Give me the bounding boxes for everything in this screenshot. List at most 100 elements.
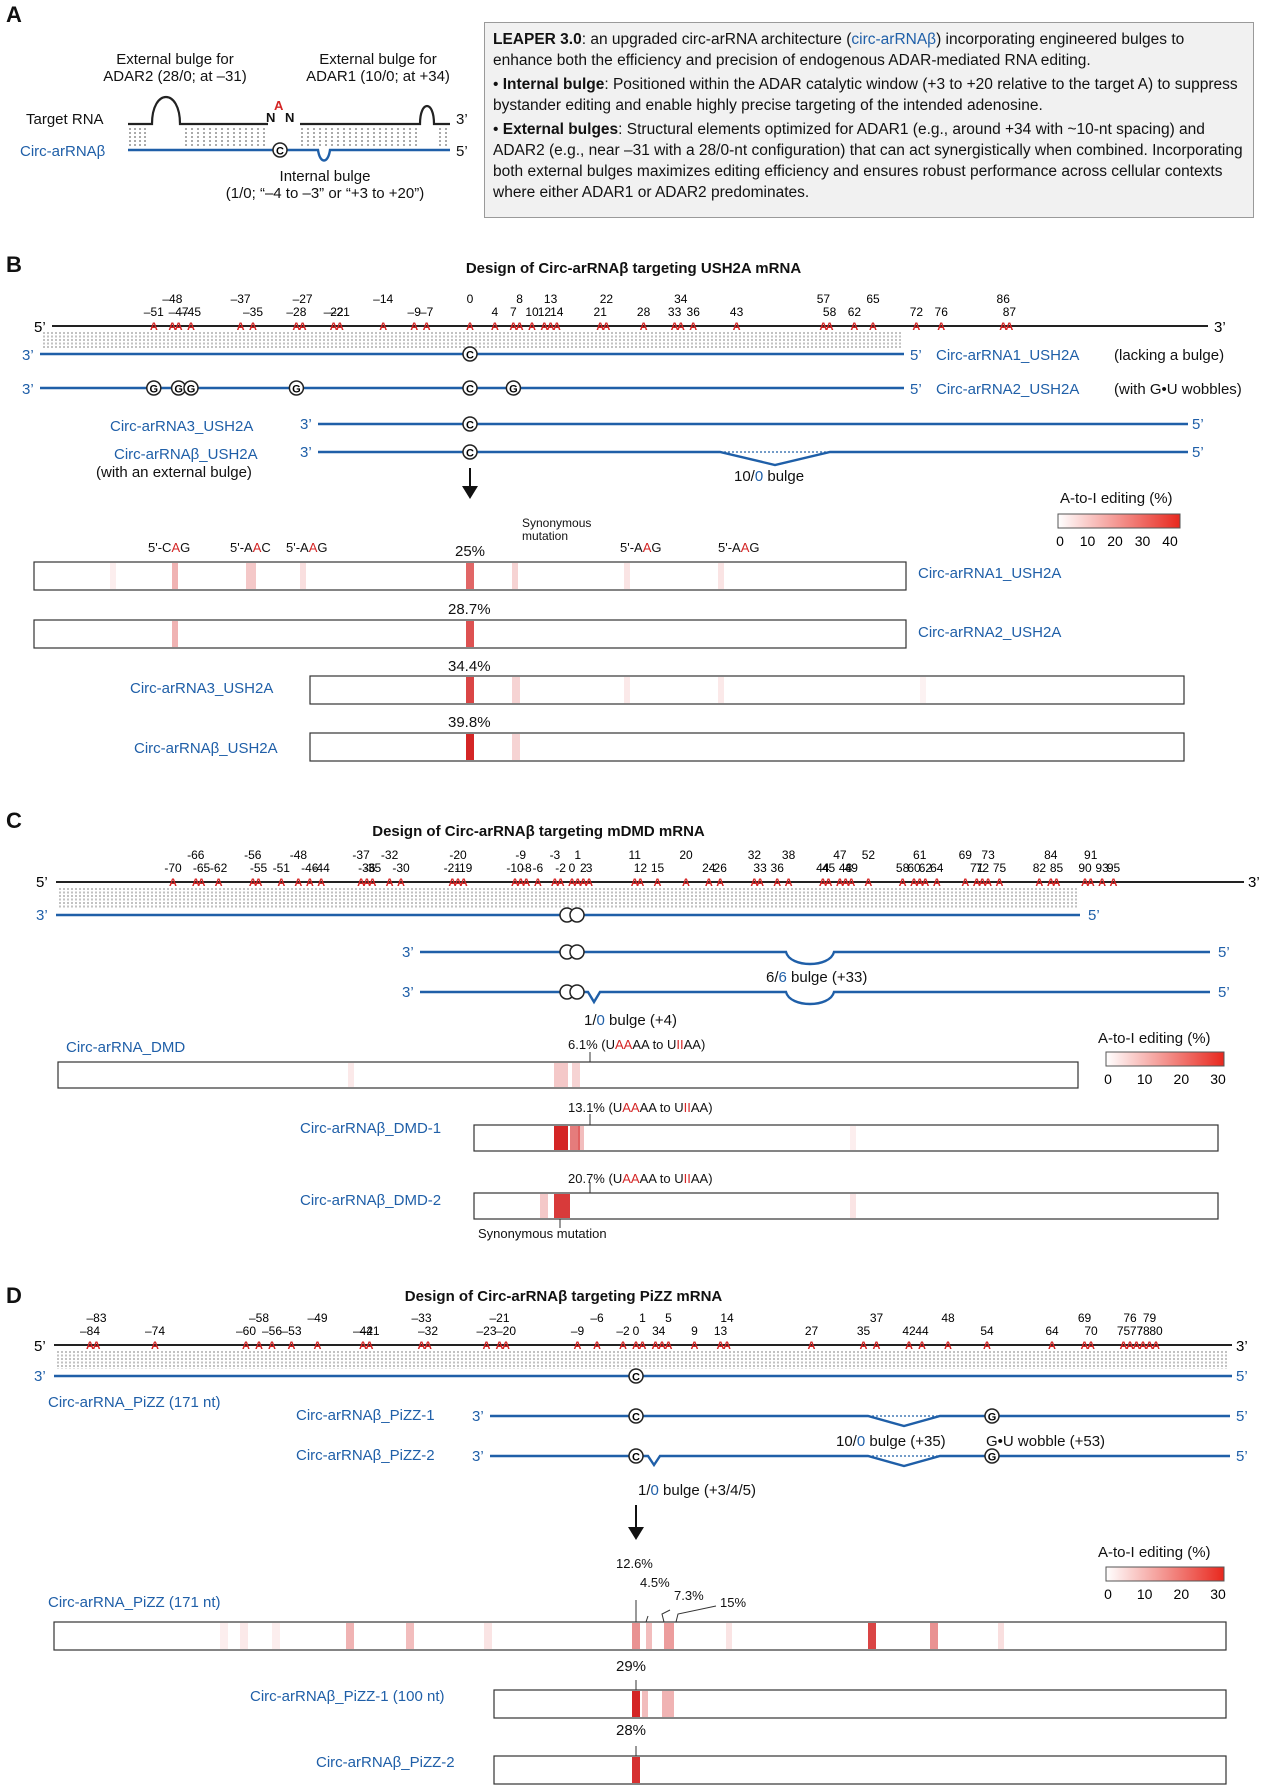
d-position-label: 48 [941,1311,955,1325]
heat-cell [172,563,178,589]
d-position-label: –56 [262,1324,282,1338]
heat-cell [466,734,474,760]
c-legend-bar [1105,1051,1225,1067]
b-a-mark: A [516,321,524,333]
b-a-mark: A [850,321,858,333]
d-a-mark: A [1081,1340,1089,1352]
d-bulge1-a: 10/ [836,1433,857,1450]
b-rnab-strand [318,450,1188,467]
heat-cell [578,1126,584,1150]
legend-tick-label: 0 [1104,1071,1112,1087]
d-a-mark: A [574,1340,582,1352]
b-val-4: 39.8% [448,714,491,731]
b-a-mark: A [168,321,176,333]
b-target-three-prime: 3’ [1214,319,1226,336]
c-position-label: -66 [187,848,205,862]
heat-cell [300,563,306,589]
b-rnab-five-prime: 5’ [1192,444,1204,461]
c-row3-seq-red1: AA [622,1171,640,1186]
c-row1-value: 6.1% (UAAAA to UIIAA) [568,1037,705,1052]
b-position-label: 43 [730,305,744,319]
c-a-mark: A [198,877,206,889]
c-position-label: 48 [839,861,853,875]
d-a-mark: A [860,1340,868,1352]
c-a-mark: A [984,877,992,889]
c-a-mark: A [825,877,833,889]
c-position-label: -44 [313,861,331,875]
c-row2-seq-red1: AA [622,1100,640,1115]
n-right: N [285,110,295,125]
legend-tick-label: 0 [1056,533,1064,549]
info-bullet-2: • [493,76,503,93]
c-position-label: 24 [702,861,716,875]
d-position-label: –41 [359,1324,379,1338]
c-a-mark: A [899,877,907,889]
c-row1-seq-red2: II [676,1037,684,1052]
b-position-label: –47 [169,305,189,319]
heat-cell [642,1691,648,1717]
d-rna1-name: Circ-arRNAβ_PiZZ-1 [296,1407,435,1424]
b-a-mark: A [671,321,679,333]
leaper-info-box: LEAPER 3.0: an upgraded circ-arRNA archi… [484,22,1254,218]
c-rna3-three-prime: 3’ [402,984,414,1001]
b-syn-line1: Synonymous [522,516,592,530]
b-a-mark: A [596,321,604,333]
c-a-mark: A [973,877,981,889]
d-bulge2-label: 1/0 bulge (+3/4/5) [638,1482,756,1499]
d-a-mark: A [424,1340,432,1352]
b-position-label: 33 [668,305,682,319]
c-a-mark: A [585,877,593,889]
d-rna1-c: C [632,1412,640,1424]
c-a-mark: A [705,877,713,889]
heat-cell [572,1063,580,1087]
c-a-mark: A [933,877,941,889]
target-rna-strand-right [300,104,450,126]
d-a-mark: A [723,1340,731,1352]
d-a-mark: A [593,1340,601,1352]
panel-letter-b: B [6,252,22,277]
circ-arrna-label: Circ-arRNAβ [20,143,106,160]
d-rna2-five-prime: 5’ [1236,1448,1248,1465]
b-bulge-b: 0 [754,468,764,485]
c-a-mark: A [557,877,565,889]
c-row3-seq-a: (U [604,1171,623,1186]
heat-cell [726,1623,732,1649]
b-a-mark: A [602,321,610,333]
d-target-five-prime: 5’ [34,1338,46,1355]
d-position-label: 37 [870,1311,884,1325]
b-rna1-three-prime: 3’ [22,347,34,364]
c-a-mark: A [631,877,639,889]
c-position-label: 49 [845,861,859,875]
c-heat-row-2 [473,1124,1219,1152]
legend-tick-label: 20 [1174,1071,1190,1087]
b-position-label: –7 [420,305,434,319]
heat-cell [662,1691,674,1717]
heat-cell [718,677,724,703]
c-position-label: 0 [569,861,576,875]
d-position-label: –83 [86,1311,106,1325]
c-a-mark: A [448,877,456,889]
d-rna-three-prime: 3’ [34,1368,46,1385]
b-codon-4: 5'-AAG [620,540,662,555]
b-g-letter: G [150,384,159,396]
d-a-mark: A [255,1340,263,1352]
c-a-mark: A [386,877,394,889]
d-position-label: –60 [236,1324,256,1338]
c-bulge2-c: bulge (+4) [604,1012,677,1029]
b-rna1-five-prime: 5’ [910,347,922,364]
heat-cell [554,1194,570,1218]
d-position-label: –20 [496,1324,516,1338]
b-g-letter: G [509,384,518,396]
b-a-mark: A [509,321,517,333]
panel-a-c-circle [272,142,288,158]
c-bulge2-b: 0 [596,1012,605,1029]
b-val-2: 28.7% [448,601,491,618]
d-heat-label-3: Circ-arRNAβ_PiZZ-2 [316,1754,455,1771]
heat-cell [240,1623,248,1649]
b-base-pairs [43,332,901,348]
c-base-pairs [59,888,1077,908]
c-row1-pct: 6.1% [568,1037,598,1052]
d-a-mark: A [918,1340,926,1352]
d-rna-c: C [632,1372,640,1384]
